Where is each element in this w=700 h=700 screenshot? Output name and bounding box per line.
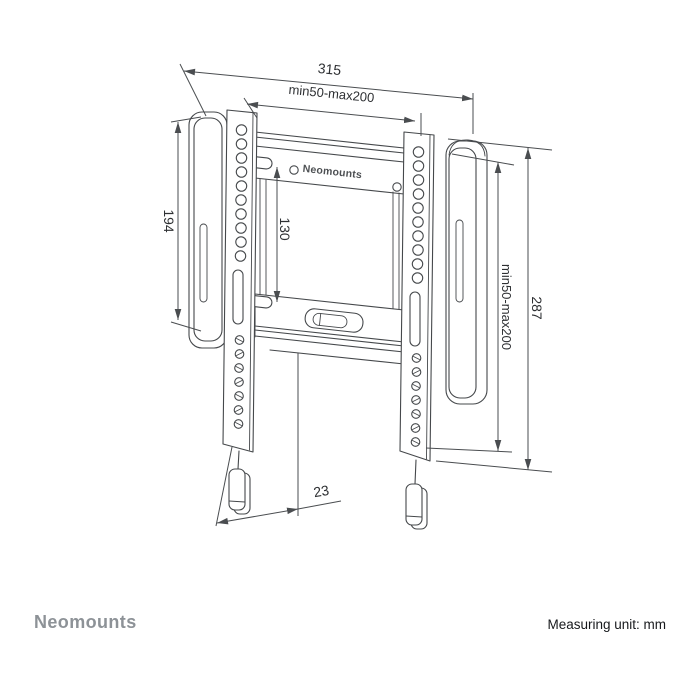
dim-pad-height-label: 194 — [161, 209, 177, 233]
right-pad-slit — [455, 219, 464, 303]
right-rail-screws — [410, 353, 422, 447]
ext-overall-height-top — [447, 138, 553, 151]
dim-depth-line — [216, 507, 299, 525]
left-pad — [188, 111, 228, 349]
measuring-unit-note: Measuring unit: mm — [547, 617, 666, 632]
plate-flange — [254, 329, 405, 347]
right-pad-hatch — [448, 147, 477, 399]
ext-pad-height-top — [170, 116, 202, 123]
ext-vesa-height-top — [451, 153, 515, 166]
left-pull-tab — [228, 468, 246, 511]
right-rail-slot — [409, 291, 421, 347]
left-rail — [222, 109, 258, 515]
dim-vesa-height-label: min50-max200 — [499, 264, 514, 350]
left-pad-hatch — [193, 117, 223, 342]
plate-hook-left — [289, 165, 299, 175]
dim-overall-width-line — [183, 68, 474, 102]
wall-plate: Neomounts — [243, 131, 405, 365]
plate-top-edge — [254, 131, 405, 149]
dim-depth-leader — [297, 500, 342, 510]
right-pad — [445, 139, 488, 405]
left-rail-slot — [232, 269, 244, 325]
left-rail-screws — [233, 335, 245, 429]
right-rail-holes — [411, 146, 425, 284]
ext-pad-height-bottom — [170, 321, 202, 332]
dimension-annotations: 315 min50-max200 194 130 min50-max200 28… — [161, 60, 553, 527]
left-pull-string — [237, 450, 240, 470]
dim-vesa-width-label: min50-max200 — [288, 82, 375, 105]
right-pull-string — [414, 459, 417, 485]
dim-inner-height-label: 130 — [277, 217, 293, 241]
ext-vesa-height-bottom — [425, 447, 513, 453]
dim-depth-label: 23 — [312, 482, 330, 500]
brand-logo-text: Neomounts — [34, 612, 137, 632]
left-pad-slit — [199, 223, 208, 303]
plate-level-slot — [304, 308, 364, 333]
dim-overall-width-label: 315 — [317, 60, 342, 78]
dim-vesa-width-line — [246, 101, 416, 124]
right-pad-cap — [448, 139, 486, 157]
right-pull-tab — [405, 483, 423, 526]
left-rail-holes — [234, 124, 248, 262]
plate-hook-right — [392, 182, 402, 192]
ext-overall-height-bottom — [435, 460, 553, 473]
right-rail — [399, 131, 435, 530]
dim-overall-height-label: 287 — [529, 296, 545, 320]
